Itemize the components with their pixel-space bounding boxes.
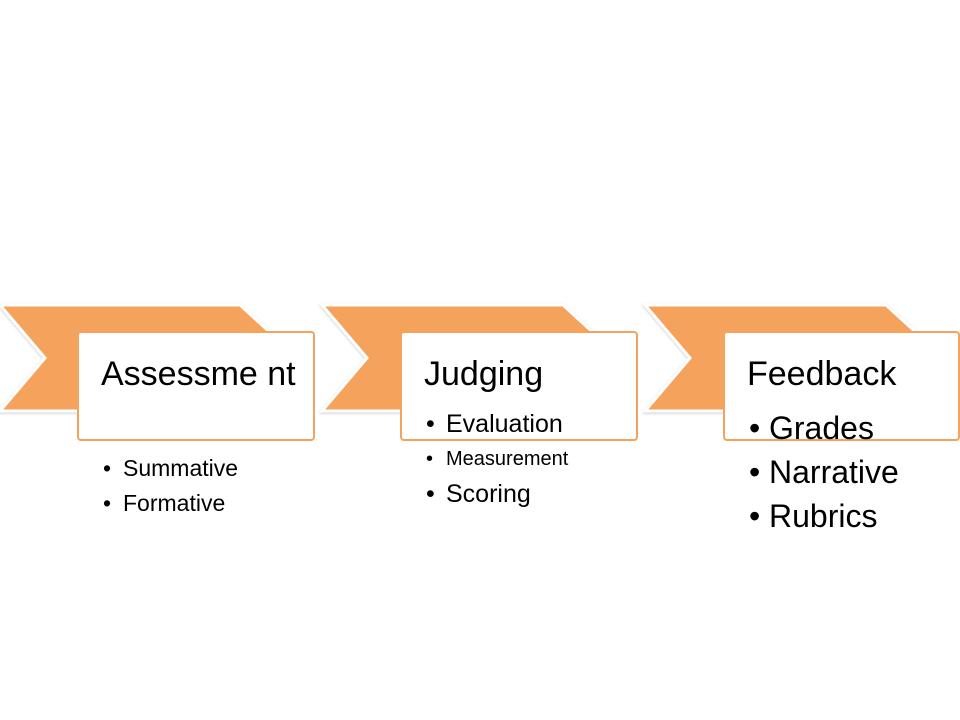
bullet-item: Rubrics	[747, 494, 960, 538]
bullet-item: Evaluation	[424, 406, 654, 442]
bullet-item: Narrative	[747, 450, 960, 494]
bullet-item: Measurement	[424, 442, 654, 476]
stage-card-judging: Judging Evaluation Measurement Scoring	[400, 331, 638, 512]
bullet-item: Formative	[101, 486, 331, 521]
stage-bullet-list: Evaluation Measurement Scoring	[424, 406, 654, 512]
stage-card-feedback: Feedback Grades Narrative Rubrics	[723, 331, 960, 538]
stage-card-assessment: Assessme nt Summative Formative	[77, 331, 315, 521]
bullet-item: Summative	[101, 451, 331, 486]
bullet-item: Scoring	[424, 476, 654, 512]
stage-title: Judging	[424, 355, 544, 393]
stage-bullet-list: Summative Formative	[101, 451, 331, 521]
stage-bullet-list: Grades Narrative Rubrics	[747, 406, 960, 538]
bullet-item: Grades	[747, 406, 960, 450]
stage-title: Assessme nt	[101, 355, 296, 393]
stage-title: Feedback	[747, 355, 897, 393]
